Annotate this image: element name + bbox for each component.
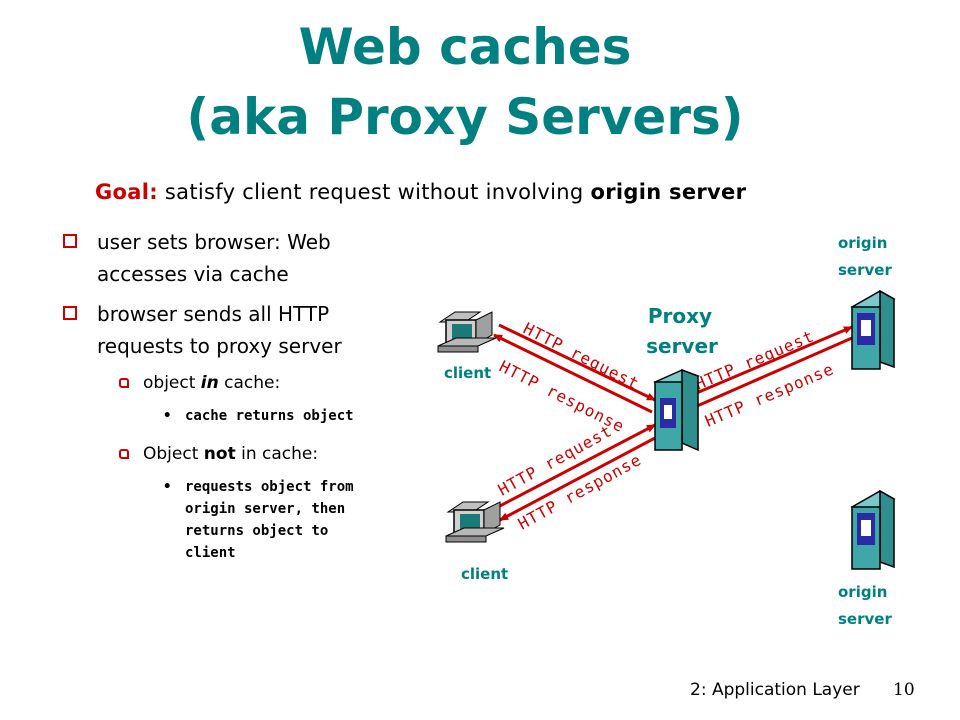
subbullet-in-cache: object in cache: (119, 372, 281, 394)
subsub-text: origin server, then (185, 501, 346, 517)
bullet-marker-icon (63, 306, 77, 320)
bullet-text: browser sends all HTTP (97, 302, 330, 326)
subbullet-emphasis: in (200, 373, 219, 393)
client-label-top: client (444, 364, 491, 382)
proxy-label-line1: Proxy (648, 304, 712, 328)
subbullet-text: Object (143, 444, 204, 464)
arrow-response-proxy-client1 (493, 333, 653, 414)
bullet-marker-icon (63, 234, 77, 248)
goal-label: Goal: (95, 180, 158, 204)
subsub-text: requests object from (185, 479, 354, 495)
subsub-cache-returns: • cache returns object (163, 405, 354, 427)
arrow-request-proxy-origin (679, 325, 853, 402)
subsub-requests-object: • requests object from origin server, th… (163, 476, 354, 564)
origin-label-bottom-line2: server (838, 610, 892, 628)
slide-title-line1: Web caches (298, 18, 632, 76)
subbullet-text: object (143, 373, 201, 393)
arrow-request-client2-proxy (495, 423, 656, 510)
origin-server-icon-top (850, 289, 896, 370)
arrow-response-proxy-client2 (499, 436, 656, 522)
subbullet-not-in-cache: Object not in cache: (119, 443, 319, 465)
bullet-text: requests to proxy server (97, 334, 342, 358)
subbullet-text: cache: (218, 373, 281, 393)
bullet-text: accesses via cache (97, 262, 289, 286)
subbullet-marker-icon (119, 378, 129, 388)
goal-statement: Goal: satisfy client request without inv… (95, 180, 746, 204)
subsub-text: client (185, 545, 236, 561)
origin-server-icon-bottom (850, 489, 896, 570)
goal-bold-text: origin server (590, 180, 747, 204)
page-number: 10 (893, 680, 915, 700)
origin-label-top-line1: origin (838, 234, 887, 252)
bullet-browser-setup: user sets browser: Web accesses via cach… (63, 226, 331, 290)
bullet-text: user sets browser: Web (97, 230, 331, 254)
subbullet-emphasis: not (203, 444, 236, 464)
proxy-server-icon (653, 368, 700, 452)
client-label-bottom: client (461, 565, 508, 583)
goal-text: satisfy client request without involving (164, 180, 584, 204)
subbullet-marker-icon (119, 449, 129, 459)
subsub-text: cache returns object (185, 408, 354, 424)
origin-label-top-line2: server (838, 261, 892, 279)
bullet-browser-sends: browser sends all HTTP requests to proxy… (63, 298, 342, 362)
proxy-label-line2: server (646, 334, 718, 358)
arrow-response-origin-proxy (687, 336, 853, 412)
subbullet-text: in cache: (235, 444, 319, 464)
dot-marker: • (163, 408, 172, 424)
arrow-request-client1-proxy (498, 323, 656, 402)
client-computer-icon-top (437, 311, 497, 353)
origin-label-bottom-line1: origin (838, 583, 887, 601)
client-computer-icon-bottom (445, 501, 505, 543)
dot-marker: • (163, 479, 172, 495)
subsub-text: returns object to (185, 523, 329, 539)
slide-title-line2: (aka Proxy Servers) (186, 88, 744, 146)
footer-label: 2: Application Layer (690, 680, 860, 700)
